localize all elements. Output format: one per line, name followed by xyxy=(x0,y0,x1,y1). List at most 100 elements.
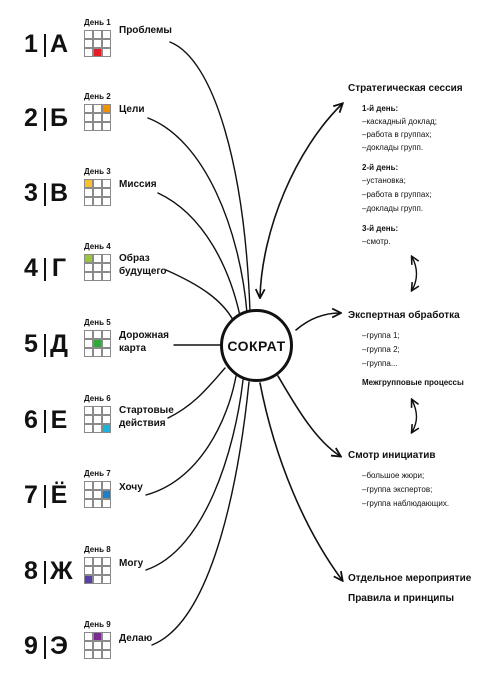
grid-cell xyxy=(93,566,102,575)
day-grid xyxy=(84,104,111,131)
glyph-separator: | xyxy=(41,406,49,434)
expert-processing-title: Экспертная обработка xyxy=(348,310,460,321)
glyph-separator: | xyxy=(41,481,49,509)
grid-cell xyxy=(84,641,93,650)
grid-cell xyxy=(93,415,102,424)
grid-cell xyxy=(84,113,93,122)
glyph-separator: | xyxy=(41,30,49,58)
day-glyphs: 8|Ж xyxy=(22,557,73,585)
day-grid xyxy=(84,481,111,508)
grid-cell xyxy=(93,641,102,650)
grid-cell xyxy=(84,339,93,348)
day-number: 7 xyxy=(24,481,38,509)
expert-item: –группа... xyxy=(362,359,398,368)
day-grid xyxy=(84,632,111,659)
highlighted-cell xyxy=(84,254,93,263)
grid-cell xyxy=(84,424,93,433)
grid-cell xyxy=(102,499,111,508)
day-title: Хочу xyxy=(119,482,143,493)
grid-cell xyxy=(93,557,102,566)
grid-cell xyxy=(84,48,93,57)
highlighted-cell xyxy=(102,490,111,499)
highlighted-cell xyxy=(84,179,93,188)
grid-cell xyxy=(93,179,102,188)
day-glyphs: 4|Г xyxy=(22,254,68,282)
expert-item: –группа 1; xyxy=(362,331,400,340)
connector-arrow xyxy=(260,104,342,297)
highlighted-cell xyxy=(102,424,111,433)
day-title: Дорожная xyxy=(119,330,169,341)
glyph-separator: | xyxy=(41,632,49,660)
grid-cell xyxy=(93,490,102,499)
grid-cell xyxy=(84,30,93,39)
grid-cell xyxy=(93,481,102,490)
day-number: 1 xyxy=(24,30,38,58)
grid-cell xyxy=(102,254,111,263)
day-grid xyxy=(84,330,111,357)
separate-event-title: Отдельное мероприятие xyxy=(348,573,472,584)
grid-cell xyxy=(84,566,93,575)
grid-cell xyxy=(102,113,111,122)
connector-arrow xyxy=(295,313,340,331)
grid-cell xyxy=(102,632,111,641)
connector-line xyxy=(151,381,250,646)
day-number: 8 xyxy=(24,557,38,585)
connector-line xyxy=(169,41,251,313)
day-title: Стартовые xyxy=(119,405,174,416)
grid-cell xyxy=(93,104,102,113)
grid-cell xyxy=(84,330,93,339)
grid-cell xyxy=(84,197,93,206)
day-title: Миссия xyxy=(119,179,157,190)
grid-cell xyxy=(93,197,102,206)
grid-cell xyxy=(84,499,93,508)
grid-cell xyxy=(93,424,102,433)
day-label: День 8 xyxy=(84,545,111,554)
grid-cell xyxy=(93,499,102,508)
day-letter: Е xyxy=(50,406,68,434)
grid-cell xyxy=(84,490,93,499)
highlighted-cell xyxy=(84,575,93,584)
connector-line xyxy=(145,379,244,571)
grid-cell xyxy=(102,566,111,575)
strategic-day2-item: –установка; xyxy=(362,176,406,185)
day-number: 6 xyxy=(24,406,38,434)
day-number: 3 xyxy=(24,179,38,207)
grid-cell xyxy=(93,113,102,122)
grid-cell xyxy=(102,339,111,348)
grid-cell xyxy=(102,188,111,197)
strategic-day1-item: –работа в группах; xyxy=(362,130,432,139)
grid-cell xyxy=(93,406,102,415)
day-title: действия xyxy=(119,418,166,429)
grid-cell xyxy=(84,188,93,197)
grid-cell xyxy=(102,330,111,339)
day-number: 2 xyxy=(24,104,38,132)
grid-cell xyxy=(102,48,111,57)
connector-arrow xyxy=(259,382,342,580)
day-letter: В xyxy=(50,179,69,207)
center-node: СОКРАТ xyxy=(220,309,293,382)
grid-cell xyxy=(84,557,93,566)
grid-cell xyxy=(93,330,102,339)
review-item: –группа наблюдающих. xyxy=(362,499,450,508)
grid-cell xyxy=(93,30,102,39)
day-grid xyxy=(84,254,111,281)
review-item: –группа экспертов; xyxy=(362,485,433,494)
double-arrow xyxy=(412,257,417,290)
day-glyphs: 2|Б xyxy=(22,104,68,132)
grid-cell xyxy=(84,39,93,48)
grid-cell xyxy=(102,481,111,490)
day-title: Могу xyxy=(119,558,144,569)
day-glyphs: 5|Д xyxy=(22,330,68,358)
grid-cell xyxy=(102,30,111,39)
day-title: карта xyxy=(119,343,147,354)
grid-cell xyxy=(93,272,102,281)
day-label: День 3 xyxy=(84,167,111,176)
strategic-day2-item: –работа в группах; xyxy=(362,190,432,199)
day-number: 5 xyxy=(24,330,38,358)
strategic-day2-item: –доклады групп. xyxy=(362,204,424,213)
